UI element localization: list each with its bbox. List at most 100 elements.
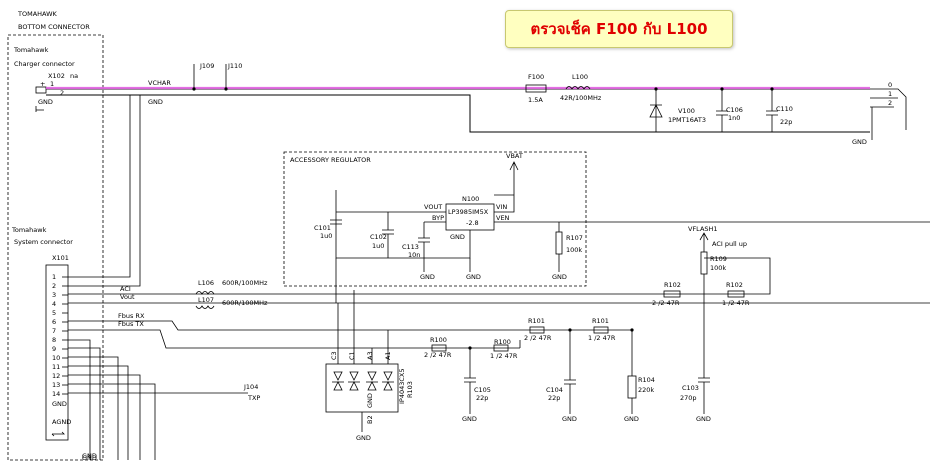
n100-volt: -2.8: [466, 219, 479, 227]
r103-gnd-label: GND: [356, 434, 371, 442]
c106-node: [720, 87, 724, 91]
c101-value: 1u0: [320, 232, 332, 240]
r103-gnd-pin: GND: [366, 393, 374, 408]
x101-pin-1: 1: [52, 273, 56, 281]
fbus-tx-wire: [68, 329, 520, 349]
x102-pin2: 2: [60, 89, 64, 97]
x101-pin-4: 4: [52, 300, 56, 308]
c105-label: C105: [474, 386, 491, 394]
l100-label: L100: [572, 73, 588, 81]
regulator-gnd-stubs: [423, 258, 560, 272]
c104-node: [568, 328, 572, 332]
pin1-wire: [68, 95, 131, 278]
c103-label: C103: [682, 384, 699, 392]
j109-node: [192, 87, 196, 91]
r102a-label: R102: [664, 281, 681, 289]
c113-value: 10n: [408, 251, 420, 259]
j110-node: [224, 87, 228, 91]
c113-capacitor: [418, 237, 430, 268]
charger-title-line1: Tomahawk: [13, 46, 49, 54]
c101-capacitor: [330, 219, 342, 225]
v100-diode: [649, 89, 663, 132]
system-title-line2: System connector: [14, 238, 73, 246]
vchar-label: VCHAR: [148, 79, 171, 87]
x101-pin-12: 12: [52, 372, 60, 380]
annotation-callout: ตรวจเช็ค F100 กับ L100: [505, 10, 733, 48]
pin2-wire: [68, 95, 141, 287]
j109-label: J109: [199, 62, 214, 70]
r103-pin-a3: A3: [366, 351, 374, 360]
aci-pullup-label: ACI pull up: [712, 240, 747, 248]
r107-value: 100k: [566, 246, 582, 254]
c105-gnd: GND: [462, 415, 477, 423]
gnd-right: GND: [852, 138, 867, 146]
c110-node: [770, 87, 774, 91]
x101-pin-3: 3: [52, 291, 56, 299]
bottom-connector-box: [7, 34, 104, 461]
x102-gnd: GND: [38, 98, 53, 106]
vout-signal-label: Vout: [120, 293, 135, 301]
x102-plug: [35, 86, 47, 94]
l100-value: 42R/100MHz: [560, 94, 602, 102]
fbus-tx-label: Fbus TX: [118, 320, 144, 328]
c104-value: 22p: [548, 394, 560, 402]
gnd-wire: [46, 94, 870, 133]
x101-pin-7: 7: [52, 327, 56, 335]
r100a-resistor: [431, 344, 447, 352]
r104-node: [630, 328, 634, 332]
x102-pin1: 1: [50, 80, 54, 88]
vbat-label: VBAT: [506, 152, 523, 160]
j110-label: J110: [227, 62, 242, 70]
c102-value: 1u0: [372, 242, 384, 250]
n100-label: N100: [462, 195, 479, 203]
r104-gnd: GND: [624, 415, 639, 423]
n100-ven: VEN: [496, 214, 510, 222]
r102a-resistor: [663, 290, 681, 298]
r103-esd-array: [325, 363, 399, 413]
fbus-rx-label: Fbus RX: [118, 312, 145, 320]
r109-value: 100k: [710, 264, 726, 272]
x102-label: X102: [48, 72, 65, 80]
x101-pin-14: 14: [52, 390, 60, 398]
r103-pin-c3: C3: [330, 351, 338, 360]
c104-gnd: GND: [562, 415, 577, 423]
x102-gnd-wire: [35, 106, 44, 112]
r104-value: 220k: [638, 386, 654, 394]
x102-plus: +: [40, 80, 45, 88]
r101a-value: 2 /2 47R: [524, 334, 552, 342]
l107-label: L107: [198, 296, 214, 304]
c110-capacitor: [766, 89, 778, 132]
r100b-label: R100: [494, 338, 511, 346]
x101-agnd: AGND: [52, 418, 71, 426]
x101-pin-9: 9: [52, 345, 56, 353]
c103-value: 270p: [680, 394, 697, 402]
c110-value: 22p: [780, 118, 792, 126]
x101-pin-2: 2: [52, 282, 56, 290]
block-title-line2: BOTTOM CONNECTOR: [18, 23, 90, 31]
r100a-value: 2 /2 47R: [424, 351, 452, 359]
l106-inductor: [195, 291, 215, 295]
accessory-regulator-box: [283, 151, 587, 287]
r102b-resistor: [727, 290, 745, 298]
r102b-value: 1 /2 47R: [722, 299, 750, 307]
n100-byp: BYP: [432, 214, 444, 222]
l100-inductor: [565, 86, 591, 90]
right-pin1: 1: [888, 90, 892, 98]
vin-ven-wires: [494, 195, 930, 223]
f100-fuse: [525, 84, 547, 93]
r102a-value: 2 /2 47R: [652, 299, 680, 307]
vbat-arrow: [509, 161, 519, 195]
vflash1-label: VFLASH1: [688, 225, 718, 233]
c103-gnd: GND: [696, 415, 711, 423]
j104-label: J104: [243, 383, 258, 391]
txp-label: TXP: [247, 394, 260, 402]
n100-part: LP3985IM5X: [448, 208, 489, 216]
r104-label: R104: [638, 376, 655, 384]
system-title-line1: Tomahawk: [11, 226, 47, 234]
lower-pin-wires: [68, 339, 156, 460]
x101-pin-5: 5: [52, 309, 56, 317]
r103-pin-b2: B2: [366, 415, 374, 424]
r107-label: R107: [566, 234, 583, 242]
n100-vin: VIN: [496, 203, 507, 211]
